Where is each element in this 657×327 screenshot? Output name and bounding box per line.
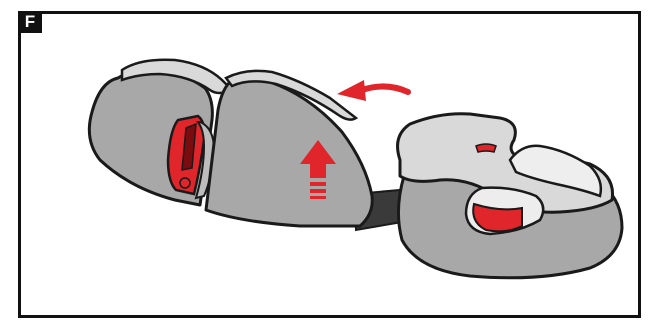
- red-latch-mechanism: [168, 116, 214, 198]
- rotate-arrow-icon: [337, 80, 408, 101]
- red-belt-guide: [473, 204, 522, 231]
- red-seat-clip: [476, 144, 496, 152]
- booster-seat-base: [398, 114, 622, 278]
